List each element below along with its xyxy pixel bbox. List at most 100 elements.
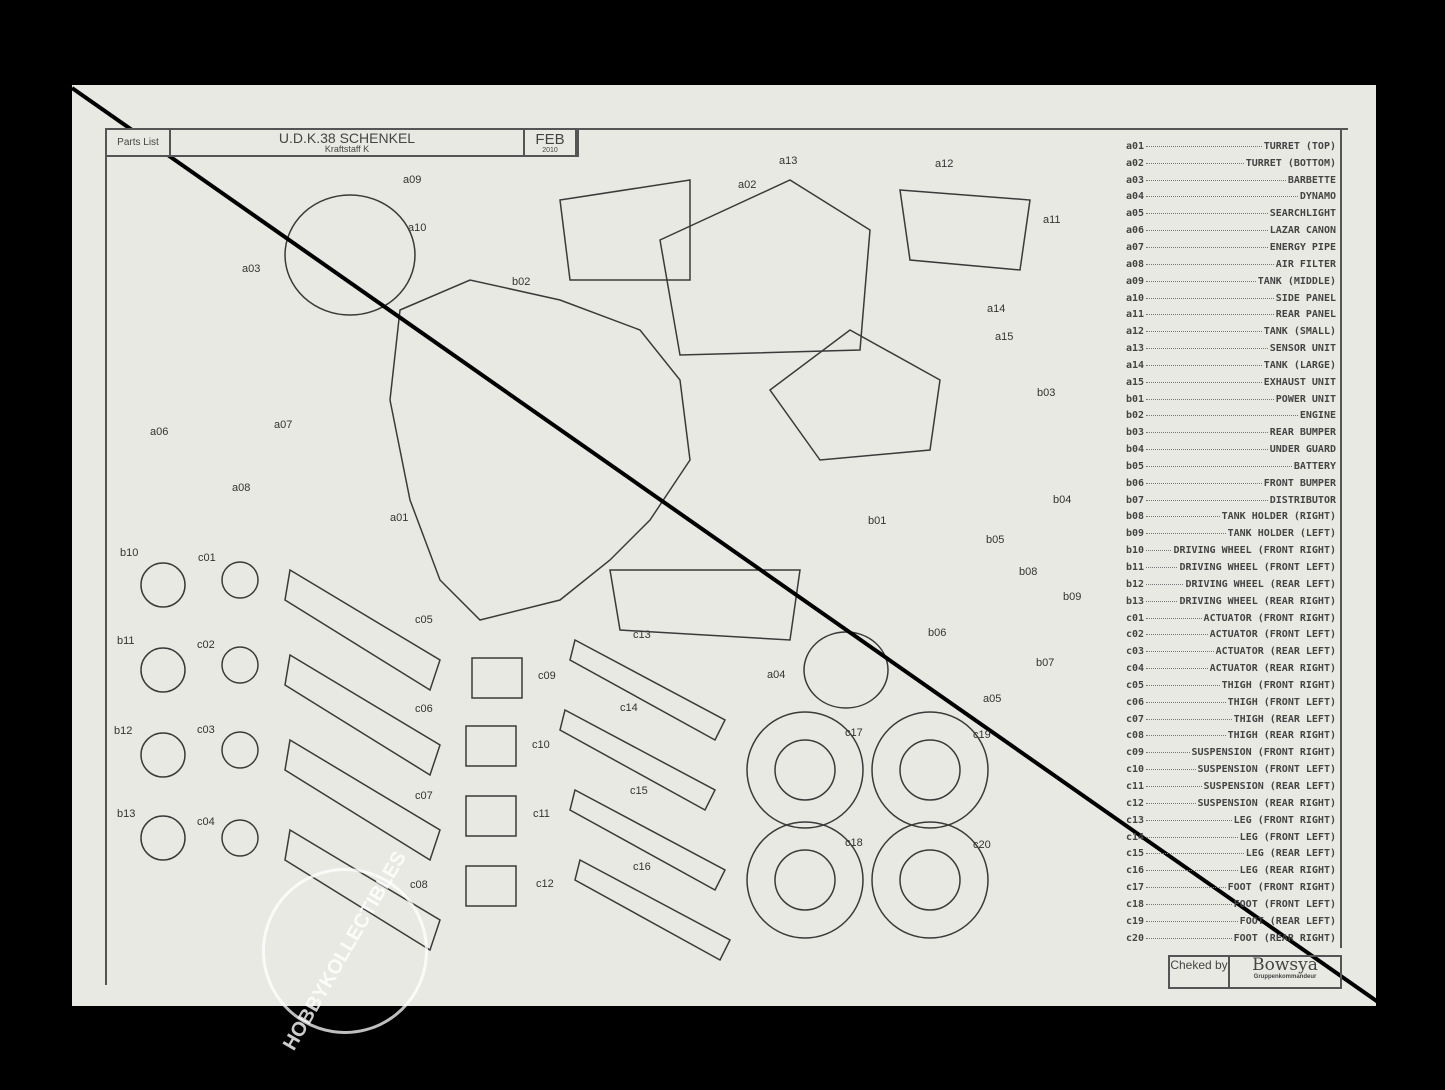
leader-dots [1146, 348, 1268, 350]
part-code: a11 [1126, 309, 1145, 321]
part-code: a02 [1126, 157, 1145, 169]
checked-label: Cheked by [1170, 957, 1230, 987]
parts-list-row: a01 TURRET (TOP) [1126, 138, 1336, 155]
callout-b11: b11 [117, 635, 135, 647]
part-name: BARBETTE [1287, 174, 1336, 186]
part-name: ENERGY PIPE [1269, 241, 1336, 253]
callout-b06: b06 [928, 627, 947, 639]
leader-dots [1146, 482, 1262, 484]
callout-b12: b12 [114, 725, 133, 737]
leader-dots [1146, 398, 1274, 400]
part-name: FOOT (FRONT RIGHT) [1227, 882, 1336, 894]
leader-dots [1146, 617, 1202, 619]
callout-a08: a08 [232, 482, 251, 494]
leg-sketches [559, 638, 731, 962]
turret-top-sketch [389, 279, 691, 621]
part-name: FOOT (REAR RIGHT) [1233, 932, 1336, 944]
part-name: FOOT (REAR LEFT) [1239, 915, 1336, 927]
part-code: c20 [1126, 932, 1145, 944]
part-code: c09 [1126, 747, 1145, 759]
rear-panel-sketch [899, 189, 1031, 271]
part-name: LAZAR CANON [1269, 225, 1336, 237]
leader-dots [1146, 499, 1268, 501]
part-name: SEARCHLIGHT [1269, 208, 1336, 220]
callout-c04: c04 [197, 816, 215, 828]
part-name: TANK (SMALL) [1263, 326, 1336, 338]
callout-a13: a13 [779, 155, 798, 167]
callout-c01: c01 [198, 552, 216, 564]
model-subtitle: Kraftstaff K [324, 144, 370, 154]
leader-dots [1146, 432, 1268, 434]
callout-c19: c19 [973, 729, 991, 741]
leader-dots [1146, 145, 1262, 147]
part-name: DRIVING WHEEL (FRONT RIGHT) [1173, 545, 1336, 557]
parts-list-row: c15 LEG (REAR LEFT) [1126, 845, 1336, 862]
leader-dots [1146, 903, 1232, 905]
part-code: c13 [1126, 814, 1145, 826]
part-name: SIDE PANEL [1275, 292, 1336, 304]
leader-dots [1146, 769, 1196, 771]
leader-dots [1146, 465, 1292, 467]
part-code: c11 [1126, 780, 1145, 792]
callout-a11: a11 [1043, 214, 1061, 226]
part-code: c03 [1126, 646, 1145, 658]
part-name: LEG (REAR LEFT) [1245, 848, 1336, 860]
part-code: c06 [1126, 696, 1145, 708]
part-code: c05 [1126, 679, 1145, 691]
power-unit-sketch [768, 329, 941, 461]
leader-dots [1146, 230, 1268, 232]
part-code: a01 [1126, 140, 1145, 152]
callout-a15: a15 [995, 331, 1014, 343]
part-name: DRIVING WHEEL (FRONT LEFT) [1179, 562, 1336, 574]
parts-list-row: c06 THIGH (FRONT LEFT) [1126, 694, 1336, 711]
part-name: DRIVING WHEEL (REAR RIGHT) [1179, 595, 1336, 607]
part-name: TANK HOLDER (LEFT) [1227, 528, 1336, 540]
part-name: THIGH (FRONT LEFT) [1227, 696, 1336, 708]
callout-c12: c12 [536, 878, 554, 890]
callout-c02: c02 [197, 639, 215, 651]
callout-c03: c03 [197, 724, 215, 736]
callout-c09: c09 [538, 670, 556, 682]
leader-dots [1146, 600, 1178, 602]
callout-b09: b09 [1063, 591, 1082, 603]
leader-dots [1146, 701, 1226, 703]
callout-b03: b03 [1037, 387, 1056, 399]
part-name: SUSPENSION (REAR RIGHT) [1197, 797, 1336, 809]
part-code: c04 [1126, 663, 1145, 675]
leader-dots [1146, 651, 1214, 653]
leader-dots [1146, 196, 1298, 198]
callout-b02: b02 [512, 276, 531, 288]
leader-dots [1146, 297, 1274, 299]
feet-sketches [746, 711, 989, 939]
part-name: FOOT (FRONT LEFT) [1233, 898, 1336, 910]
engine-sketch [559, 179, 691, 281]
part-name: UNDER GUARD [1269, 444, 1336, 456]
callout-c16: c16 [633, 861, 651, 873]
part-name: REAR BUMPER [1269, 427, 1336, 439]
part-code: b11 [1126, 562, 1145, 574]
leader-dots [1146, 162, 1244, 164]
part-code: b13 [1126, 595, 1145, 607]
callout-b13: b13 [117, 808, 136, 820]
part-name: SUSPENSION (REAR LEFT) [1203, 780, 1336, 792]
driving-wheels-sketch [140, 561, 259, 861]
part-name: TURRET (TOP) [1263, 140, 1336, 152]
part-code: c15 [1126, 848, 1145, 860]
part-name: DYNAMO [1299, 191, 1336, 203]
diagonal-cross-line [70, 86, 1380, 1004]
part-name: TANK (MIDDLE) [1257, 275, 1336, 287]
callout-b01: b01 [868, 515, 887, 527]
leader-dots [1146, 802, 1196, 804]
part-code: a15 [1126, 376, 1145, 388]
part-name: POWER UNIT [1275, 393, 1336, 405]
